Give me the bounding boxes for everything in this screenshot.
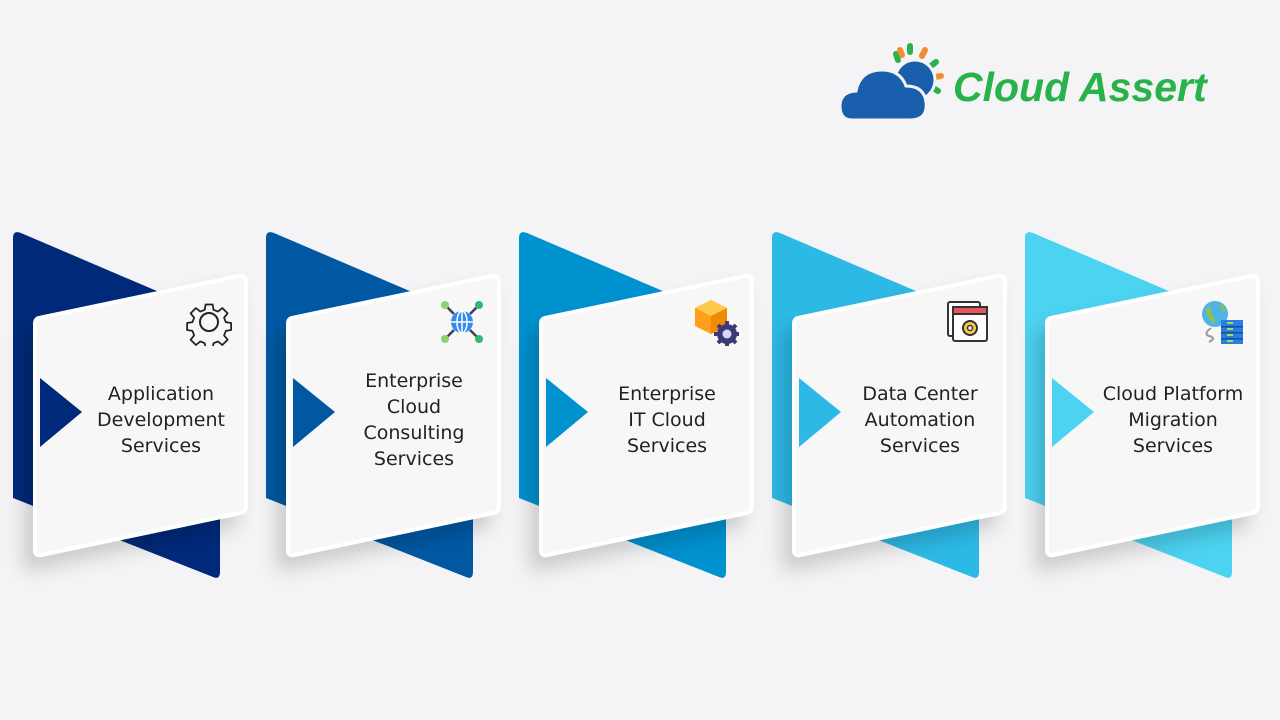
network-globe-icon xyxy=(438,298,486,346)
globe-server-icon xyxy=(1197,298,1245,346)
arrow-triangle xyxy=(546,378,588,447)
card-shape xyxy=(13,232,248,578)
service-label-line: Cloud Platform xyxy=(1102,383,1244,405)
card-shape xyxy=(266,232,501,578)
service-label-line: Consulting xyxy=(363,422,465,444)
card-shape xyxy=(1025,232,1260,578)
service-label-line: Services xyxy=(120,435,202,457)
logo-text: Cloud Assert xyxy=(953,64,1207,110)
service-label-line: Migration xyxy=(1128,409,1218,431)
card-shape xyxy=(772,232,1007,578)
card-shape xyxy=(519,232,754,578)
service-label-line: Services xyxy=(879,435,961,457)
service-label-line: Cloud xyxy=(386,396,442,418)
front-card xyxy=(1045,273,1260,558)
arrow-triangle xyxy=(293,378,335,447)
gear-icon xyxy=(185,298,233,350)
service-label-line: Services xyxy=(1132,435,1214,457)
service-label-line: Automation xyxy=(864,409,976,431)
service-label-line: Development xyxy=(97,409,225,431)
service-label-line: Data Center xyxy=(862,383,978,405)
service-label-line: Enterprise xyxy=(365,370,463,392)
cloud-assert-logo: Cloud Assert xyxy=(838,38,1258,128)
arrow-triangle xyxy=(40,378,82,447)
front-card xyxy=(286,273,501,558)
window-gear-icon xyxy=(944,298,992,346)
service-label-line: Enterprise xyxy=(618,383,716,405)
service-label-line: Services xyxy=(626,435,708,457)
front-card xyxy=(33,273,248,558)
front-card xyxy=(539,273,754,558)
cube-gear-icon xyxy=(691,298,740,347)
service-label-line: IT Cloud xyxy=(628,409,706,431)
cloud-sun-icon xyxy=(838,43,944,122)
arrow-triangle xyxy=(1052,378,1094,447)
front-card xyxy=(792,273,1007,558)
service-label-line: Application xyxy=(107,383,215,405)
arrow-triangle xyxy=(799,378,841,447)
service-label-line: Services xyxy=(373,448,455,470)
